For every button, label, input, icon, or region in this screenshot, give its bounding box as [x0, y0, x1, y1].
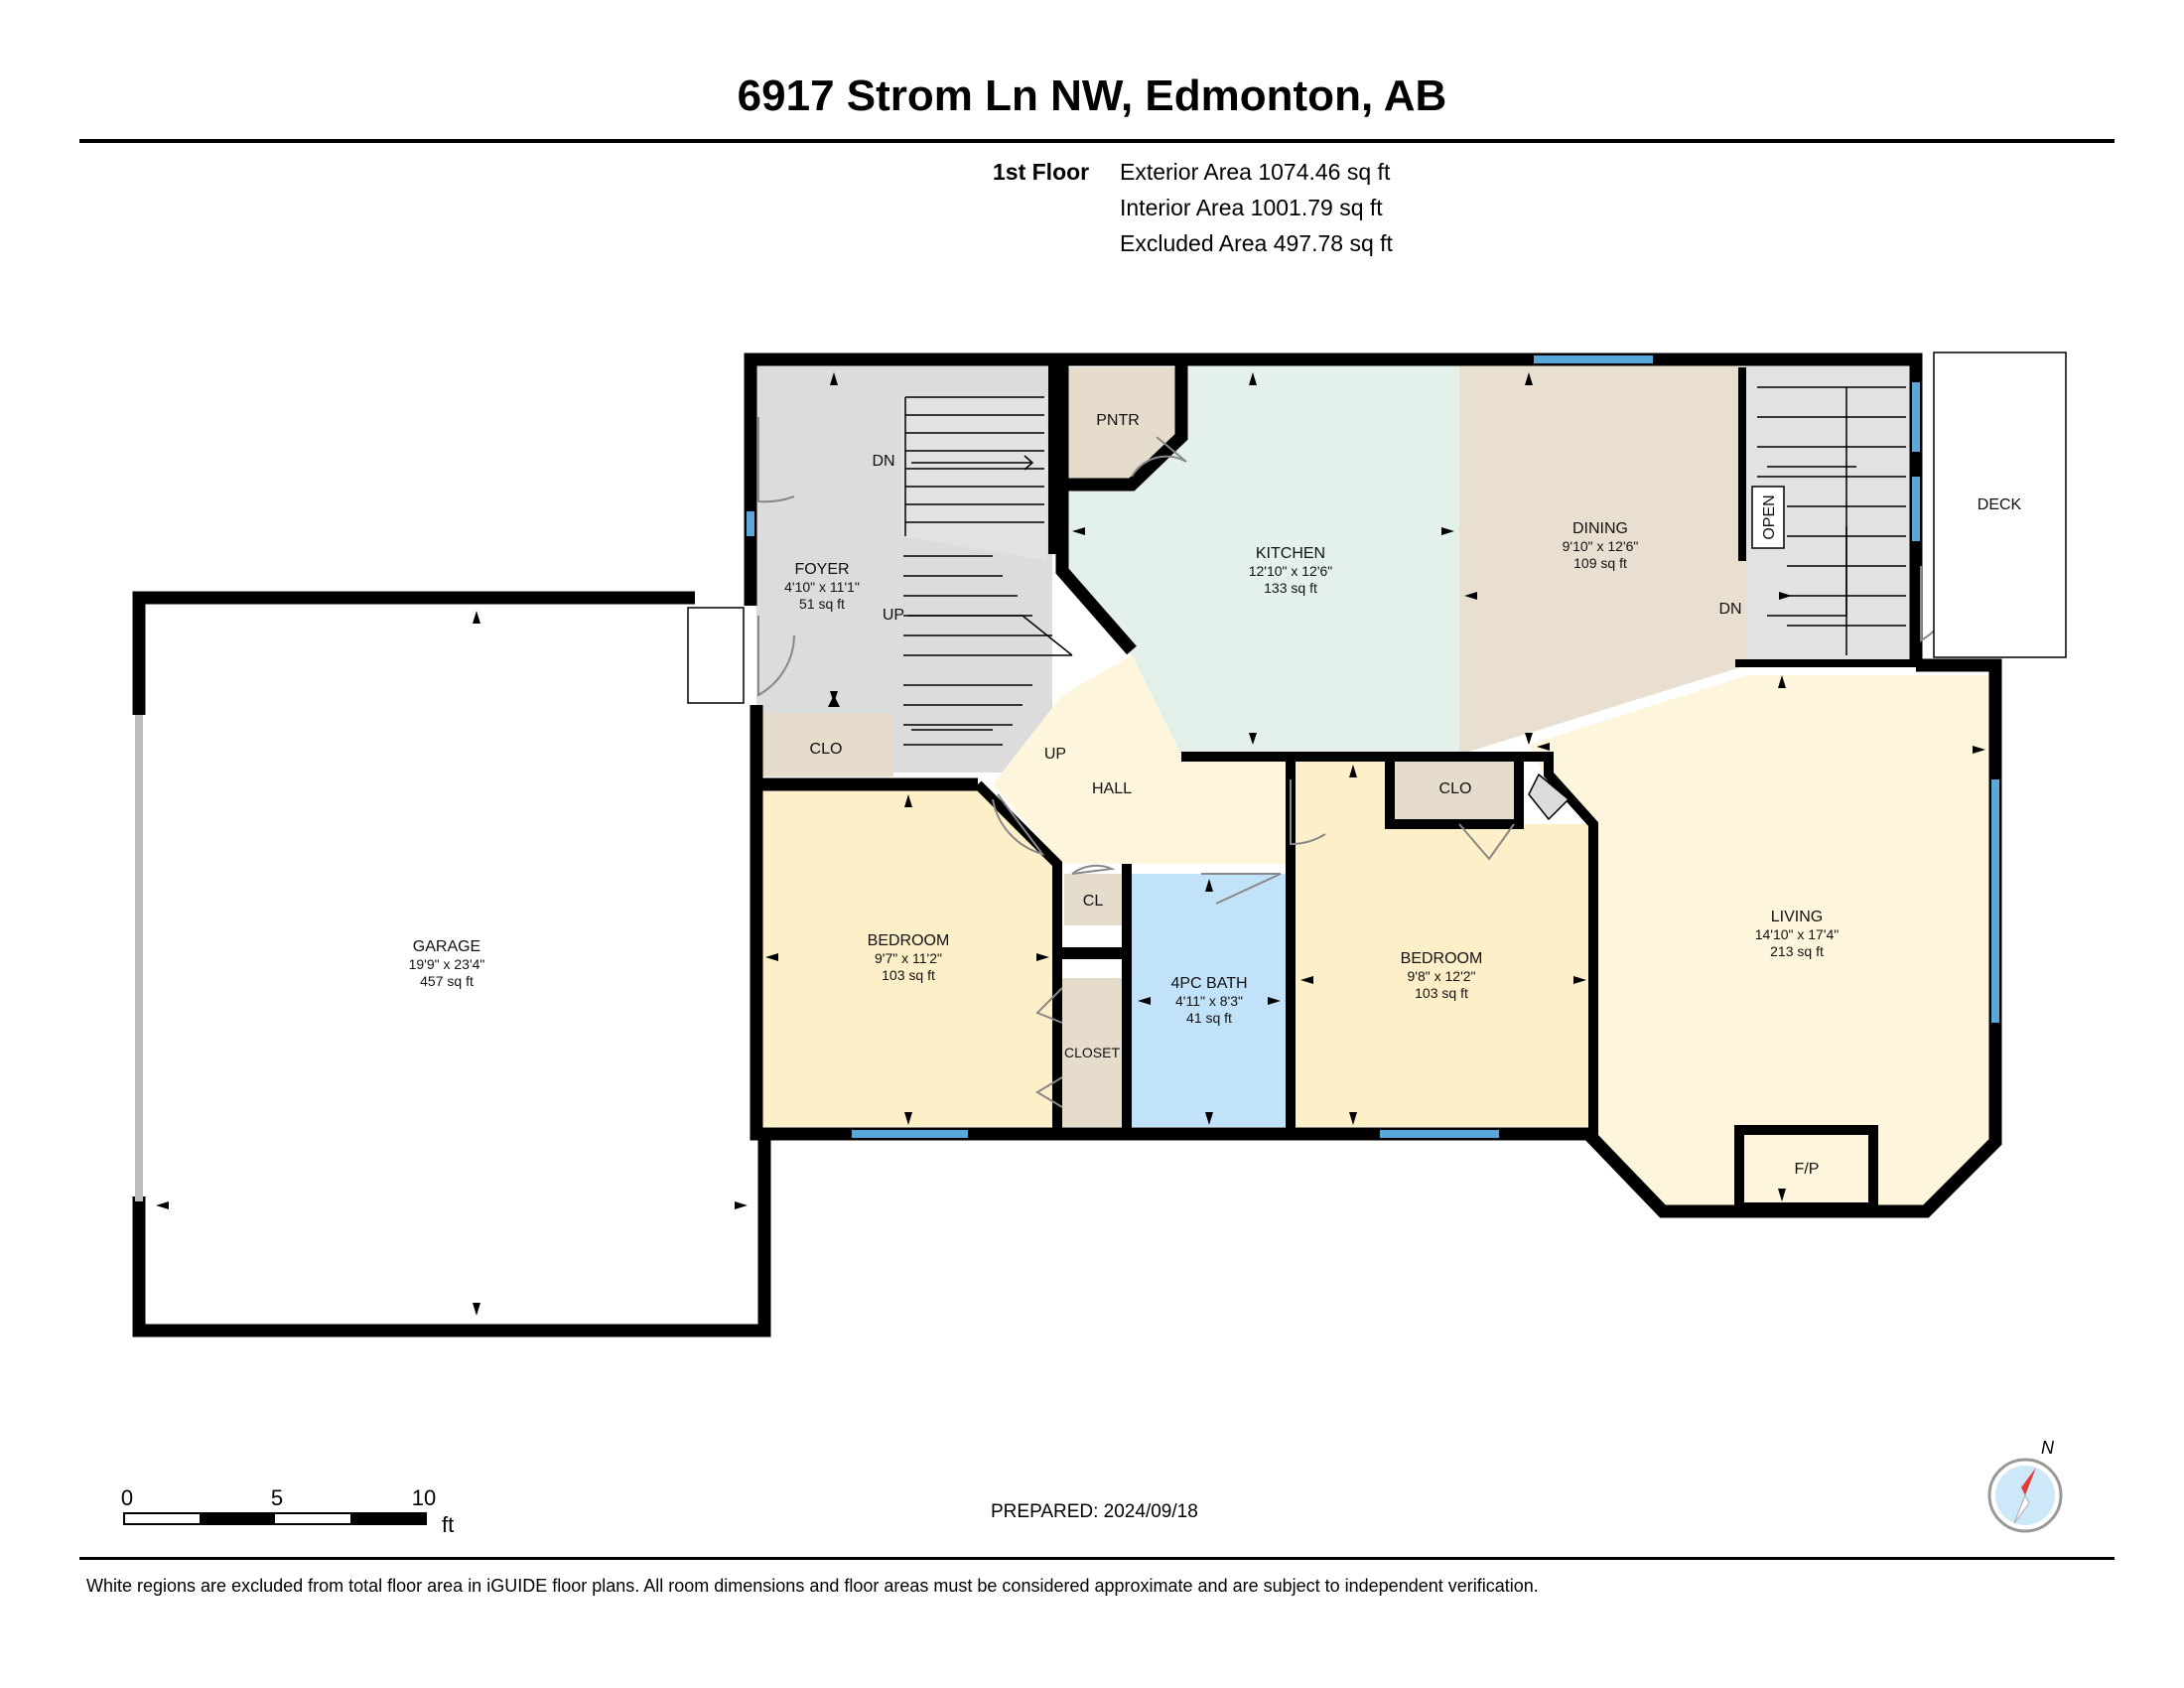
- excluded-area: Excluded Area 497.78 sq ft: [1120, 230, 1393, 256]
- bedroom-right-dims: 9'8" x 12'2": [1408, 968, 1476, 984]
- foyer-name: FOYER: [794, 561, 849, 578]
- page-title: 6917 Strom Ln NW, Edmonton, AB: [737, 71, 1447, 120]
- foyer-dims: 4'10" x 11'1": [784, 579, 860, 595]
- closet-bed2: [1395, 760, 1514, 819]
- scale-tick-5: 5: [271, 1485, 283, 1510]
- stair-arrows: [908, 455, 1856, 731]
- closet-bed1: [1062, 978, 1122, 1127]
- compass-needle-north: [2021, 1468, 2036, 1495]
- closet-foyer: [759, 713, 893, 776]
- bedroom-left-name: BEDROOM: [868, 932, 950, 949]
- open-label: OPEN: [1761, 494, 1778, 539]
- stairs-front: [901, 397, 1047, 561]
- bedroom-right-name: BEDROOM: [1401, 950, 1483, 967]
- scale-tick-10: 10: [412, 1485, 436, 1510]
- bedroom-left-room: [762, 784, 1057, 1127]
- compass-needle-south: [2013, 1493, 2030, 1524]
- title-divider: [79, 139, 2115, 143]
- stairs-up-front-label: UP: [883, 607, 904, 624]
- bedroom-closet-label: CLO: [1439, 780, 1472, 797]
- kitchen-dims: 12'10" x 12'6": [1249, 563, 1333, 579]
- dimension-arrows: [156, 372, 1985, 1316]
- dining-name: DINING: [1572, 520, 1628, 537]
- living-dims: 14'10" x 17'4": [1755, 926, 1840, 942]
- kitchen-area: 133 sq ft: [1264, 580, 1317, 596]
- bath-dims: 4'11" x 8'3": [1175, 993, 1243, 1009]
- pantry-room: [1064, 367, 1181, 482]
- living-name: LIVING: [1771, 909, 1823, 925]
- fireplace-label: F/P: [1795, 1161, 1820, 1178]
- bed2-closet-corner: [1528, 773, 1570, 821]
- pantry-label: PNTR: [1096, 412, 1140, 429]
- living-room: [1529, 675, 1995, 1211]
- disclaimer-note: White regions are excluded from total fl…: [86, 1576, 1539, 1596]
- bath-room: [1132, 874, 1286, 1127]
- stairs-up-hall-label: UP: [1044, 746, 1066, 763]
- bedroom-right-room: [1296, 760, 1593, 1127]
- prepared-date: PREPARED: 2024/09/18: [991, 1501, 1198, 1522]
- interior-area: Interior Area 1001.79 sq ft: [1120, 195, 1383, 220]
- open-marker: [1751, 486, 1785, 549]
- dining-dims: 9'10" x 12'6": [1563, 538, 1639, 554]
- foyer-area: 51 sq ft: [799, 596, 845, 612]
- stairs-down-front-label: DN: [872, 453, 894, 470]
- floor-name: 1st Floor: [993, 159, 1090, 185]
- footer-divider: [79, 1557, 2115, 1560]
- deck-label: DECK: [1978, 496, 2022, 513]
- garage-area: 457 sq ft: [420, 973, 474, 989]
- stairs-rear: [1747, 365, 1916, 665]
- scale-tick-0: 0: [121, 1485, 133, 1510]
- foyer-closet-label: CLO: [810, 741, 843, 758]
- hall-label: HALL: [1092, 780, 1132, 797]
- kitchen-name: KITCHEN: [1256, 545, 1325, 562]
- stairs-down-rear-label: DN: [1718, 601, 1741, 618]
- dining-area: 109 sq ft: [1573, 555, 1627, 571]
- scale-bar: 0 5 10 ft: [121, 1477, 459, 1537]
- closet-label: CLOSET: [1064, 1045, 1120, 1060]
- deck-area: [1933, 352, 2067, 658]
- dining-room: [1459, 365, 1747, 755]
- hall-room: [993, 655, 1291, 864]
- windows: [747, 355, 1999, 1138]
- bedroom-right-area: 103 sq ft: [1415, 985, 1468, 1001]
- bath-name: 4PC BATH: [1170, 975, 1247, 992]
- bath-area: 41 sq ft: [1186, 1010, 1232, 1026]
- closet-cl: [1064, 874, 1122, 925]
- scale-unit: ft: [442, 1512, 454, 1537]
- garage-name: GARAGE: [413, 938, 480, 955]
- garage-dims: 19'9" x 23'4": [409, 956, 485, 972]
- bedroom-left-area: 103 sq ft: [882, 967, 935, 983]
- compass-north-label: N: [2041, 1438, 2055, 1458]
- linen-closet-label: CL: [1083, 893, 1104, 910]
- compass: N: [1981, 1436, 2071, 1535]
- entry-step: [687, 607, 745, 704]
- exterior-area: Exterior Area 1074.46 sq ft: [1120, 159, 1391, 185]
- bedroom-left-dims: 9'7" x 11'2": [875, 950, 942, 966]
- living-area: 213 sq ft: [1770, 943, 1824, 959]
